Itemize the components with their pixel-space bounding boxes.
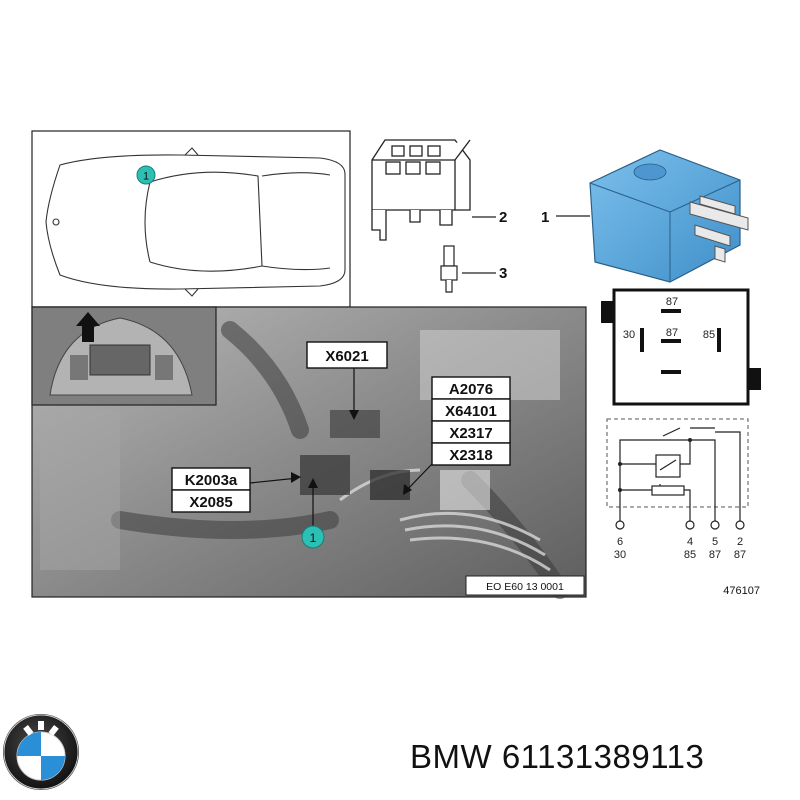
callout-part-terminal: 3 — [499, 265, 507, 282]
relay-face-right-pin: 85 — [703, 329, 715, 341]
terminal-pin-part — [440, 245, 458, 293]
schematic-pin-number: 5 — [712, 536, 718, 548]
tag-a2076-label: A2076 — [449, 381, 493, 398]
callout-part-relay: 1 — [541, 209, 549, 226]
tag-k2003a-label: K2003a — [185, 472, 238, 489]
tag-x64101-label: X64101 — [445, 403, 497, 420]
tag-x2317-label: X2317 — [449, 425, 492, 442]
schematic-pin-circles — [615, 520, 745, 530]
tag-stack-right: A2076 X64101 X2317 X2318 — [431, 376, 511, 466]
tag-x2085-label: X2085 — [189, 494, 232, 511]
photo-caption-box — [465, 575, 585, 596]
tag-x6021 — [306, 341, 388, 369]
relay-socket-part — [371, 139, 471, 241]
relay-face-left-pin: 30 — [623, 329, 635, 341]
relay-slot-k2003a — [300, 455, 350, 495]
footer-part-label: BMW 61131389113 — [410, 738, 704, 776]
schematic-pin-terminal: 85 — [684, 549, 696, 561]
schematic-pin-number: 4 — [687, 536, 693, 548]
footer-brand: BMW — [410, 738, 493, 775]
diagram-id: 476107 — [723, 585, 760, 597]
location-arrow-icon — [76, 312, 100, 342]
tag-x2318-label: X2318 — [449, 447, 492, 464]
schematic-pin-terminal: 87 — [734, 549, 746, 561]
schematic-pin-terminal: 30 — [614, 549, 626, 561]
car-location-panel: 1 — [31, 130, 351, 308]
schematic-pin-number: 2 — [737, 536, 743, 548]
callout-part-socket: 2 — [499, 209, 507, 226]
relay-face-center-pin: 87 — [666, 327, 678, 339]
tag-x6021-label: X6021 — [325, 348, 368, 365]
photo-caption: EO E60 13 0001 — [486, 581, 564, 593]
car-location-marker — [136, 165, 156, 185]
engine-bay-photo: X6021 A2076 X64101 X2317 X2318 K2003a X2… — [31, 306, 587, 599]
photo-location-marker-label: 1 — [310, 531, 317, 545]
relay-logo-icon — [633, 163, 667, 181]
schematic-pin-number: 6 — [617, 536, 623, 548]
relay-face-top-pin: 87 — [666, 296, 678, 308]
schematic-pin-terminal: 87 — [709, 549, 721, 561]
car-location-marker-label: 1 — [143, 171, 149, 183]
footer-part-number: 61131389113 — [501, 738, 705, 775]
photo-location-marker — [301, 525, 325, 549]
relay-slot-x2318 — [370, 470, 410, 500]
tag-stack-left: K2003a X2085 — [171, 467, 251, 513]
relay-part — [589, 149, 749, 283]
car-outline-icon — [45, 147, 346, 297]
relay-face-diagram: 87 30 87 85 — [601, 288, 761, 406]
bmw-logo-icon — [3, 714, 79, 790]
